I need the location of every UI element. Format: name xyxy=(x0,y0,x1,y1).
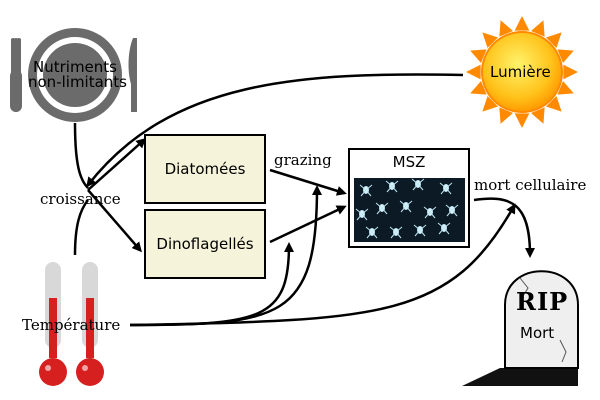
organism xyxy=(445,204,459,217)
sun-ray xyxy=(546,32,562,48)
sun-ray xyxy=(546,96,562,112)
arrow-croissance-to-dinoflagelles xyxy=(87,189,142,253)
organism xyxy=(355,208,369,221)
sun-ray xyxy=(514,113,530,128)
nutriments-label: Nutriments non-limitants xyxy=(28,58,127,91)
plate-cutlery-icon xyxy=(10,28,137,122)
sun-ray xyxy=(470,49,487,63)
sun-ray xyxy=(531,20,545,37)
sun-icon xyxy=(466,16,578,128)
organism xyxy=(437,222,451,235)
sun-ray xyxy=(563,64,578,80)
dinoflagelles-label: Dinoflagellés xyxy=(156,235,254,253)
msz-box: MSZ xyxy=(348,148,470,248)
sun-ray xyxy=(557,49,574,63)
organism xyxy=(389,226,403,239)
organism xyxy=(411,178,425,191)
sun-ray xyxy=(482,32,498,48)
nutriments-label-line2: non-limitants xyxy=(28,73,127,91)
arrow-croissance-to-diatomees xyxy=(87,138,147,191)
diatomees-box: Diatomées xyxy=(144,134,266,204)
nutriments-label-line1: Nutriments xyxy=(33,58,117,76)
sun-ray xyxy=(557,81,574,95)
lumiere-label: Lumière xyxy=(490,63,551,81)
mort-label: Mort xyxy=(520,324,555,342)
sun-ray xyxy=(470,81,487,95)
grazing-label: grazing xyxy=(274,151,332,169)
sun-ray xyxy=(514,16,530,31)
arrow-nutriments-down xyxy=(73,122,89,189)
organism xyxy=(439,182,453,195)
msz-image xyxy=(354,178,465,242)
organism xyxy=(385,180,399,193)
arrow-dinoflagelles-to-msz xyxy=(269,205,347,244)
sun-ray xyxy=(531,107,545,124)
arrow-lumiere-to-croissance xyxy=(86,73,464,188)
diatomees-label: Diatomées xyxy=(164,160,246,178)
arrow-diatomees-to-msz xyxy=(269,168,347,196)
thermometer-icon xyxy=(39,262,104,386)
arrow-msz-to-mort xyxy=(473,197,535,258)
rip-label: RIP xyxy=(516,287,569,316)
organism xyxy=(423,206,437,219)
sun-ray xyxy=(482,96,498,112)
temperature-label: Température xyxy=(22,316,121,334)
tombstone-icon xyxy=(462,270,579,386)
mort-cellulaire-label: mort cellulaire xyxy=(474,176,587,194)
sun-ray xyxy=(466,64,481,80)
croissance-label: croissance xyxy=(40,190,121,208)
arrow-temperature-to-mort-cellulaire xyxy=(129,203,516,327)
organism xyxy=(375,202,389,215)
sun-ray xyxy=(499,107,513,124)
arrow-temperature-up xyxy=(73,199,89,256)
msz-label: MSZ xyxy=(392,153,426,171)
organism xyxy=(413,224,427,237)
sun-ray xyxy=(499,20,513,37)
organism xyxy=(365,226,379,239)
organism xyxy=(399,200,413,213)
organism xyxy=(359,184,373,197)
dinoflagelles-box: Dinoflagellés xyxy=(144,209,266,279)
